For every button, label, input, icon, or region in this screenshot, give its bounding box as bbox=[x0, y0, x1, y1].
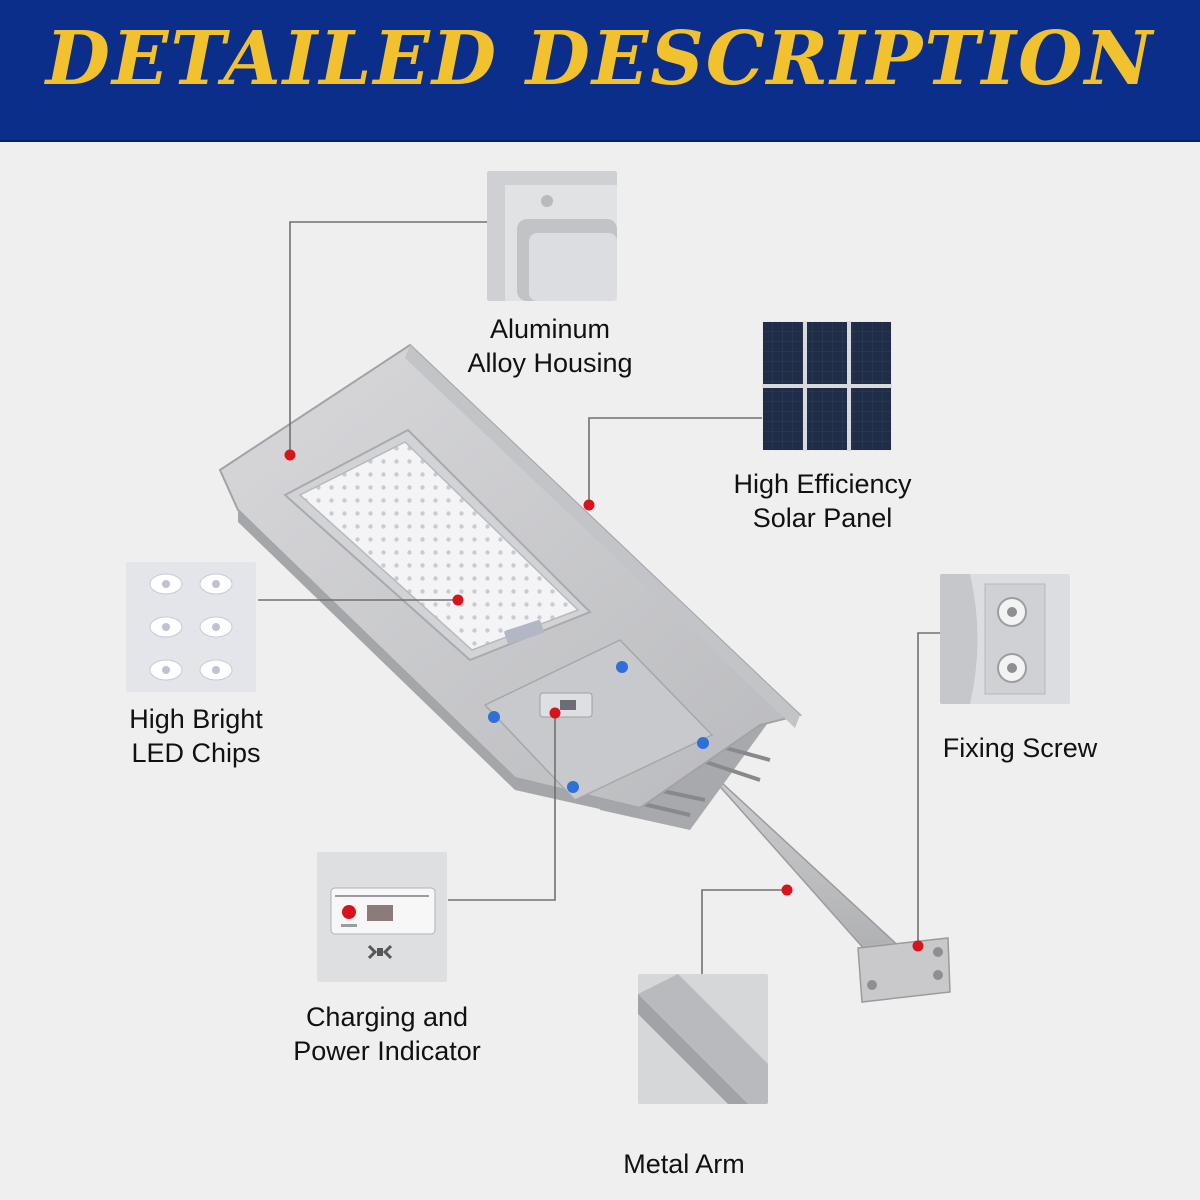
solar-panel-thumbnail bbox=[762, 321, 892, 451]
arm-label: Metal Arm bbox=[584, 1147, 784, 1181]
screw-label: Fixing Screw bbox=[915, 731, 1125, 765]
banner-title: DETAILED DESCRIPTION bbox=[45, 16, 1155, 102]
screw-label-line1: Fixing Screw bbox=[942, 733, 1098, 763]
indicator-module bbox=[539, 692, 593, 718]
housing-detail-thumbnail bbox=[487, 171, 617, 301]
callout-dots bbox=[284, 449, 924, 952]
arm-label-line1: Metal Arm bbox=[623, 1149, 745, 1179]
indicator-label-line1: Charging and bbox=[305, 1002, 469, 1032]
metal-arm bbox=[667, 727, 951, 1003]
solar-label-line1: High Efficiency bbox=[733, 469, 912, 499]
metal-arm-thumbnail bbox=[638, 974, 768, 1104]
charging-indicator-thumbnail bbox=[317, 852, 447, 982]
led-label-line2: LED Chips bbox=[131, 738, 261, 768]
housing-label-line1: Aluminum bbox=[489, 314, 611, 344]
led-label: High Bright LED Chips bbox=[86, 702, 306, 770]
solar-label: High Efficiency Solar Panel bbox=[700, 467, 945, 535]
indicator-label: Charging and Power Indicator bbox=[262, 1000, 512, 1068]
leader-lines bbox=[258, 221, 940, 974]
fixing-screw-thumbnail bbox=[940, 574, 1070, 704]
solar-label-line2: Solar Panel bbox=[752, 503, 893, 533]
indicator-label-line2: Power Indicator bbox=[293, 1036, 481, 1066]
housing-label-line2: Alloy Housing bbox=[467, 348, 633, 378]
blue-screws bbox=[488, 661, 709, 793]
lamp-housing bbox=[218, 343, 803, 818]
title-banner: DETAILED DESCRIPTION bbox=[0, 0, 1200, 142]
led-label-line1: High Bright bbox=[129, 704, 263, 734]
led-chips-thumbnail bbox=[126, 562, 256, 692]
housing-label: Aluminum Alloy Housing bbox=[420, 312, 680, 380]
